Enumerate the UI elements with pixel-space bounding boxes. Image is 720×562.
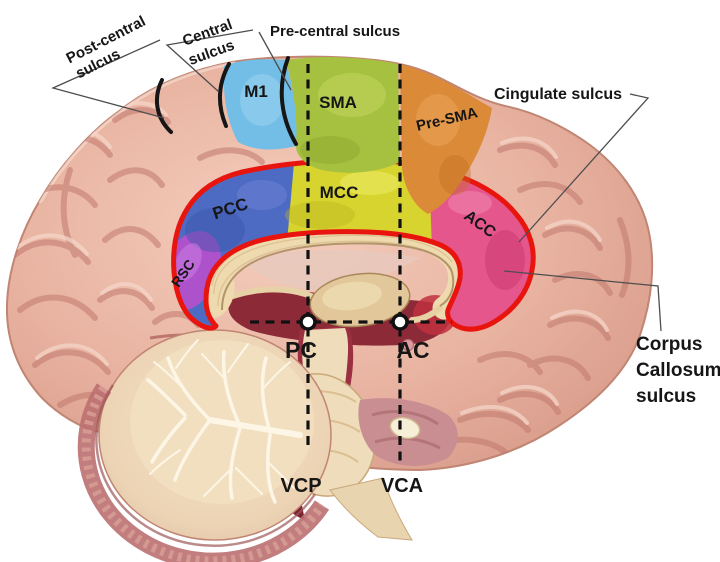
label-vca: VCA (381, 475, 423, 497)
pointer-lines (51, 29, 662, 332)
label-corpus-callosum-2: Callosum (636, 360, 720, 381)
pointer-corpus-callosum (503, 270, 662, 332)
motor-regions (223, 56, 492, 214)
gyri-texture (12, 59, 632, 455)
label-pc: PC (285, 337, 317, 363)
label-m1: M1 (244, 82, 268, 101)
pituitary-bulb (389, 416, 421, 440)
pre-central-sulcus-curve (279, 56, 298, 146)
pc-marker (299, 313, 317, 331)
label-sma: SMA (319, 93, 357, 112)
label-ac: AC (396, 337, 429, 363)
label-corpus-callosum-3: sulcus (636, 386, 696, 407)
pointer-pre-central (258, 31, 292, 91)
pointer-central (165, 29, 254, 93)
label-vcp: VCP (280, 475, 321, 497)
label-pre-central-sulcus: Pre-central sulcus (270, 23, 400, 40)
pointer-post-central (51, 39, 165, 119)
mammillary-body (401, 338, 415, 352)
label-corpus-callosum-1: Corpus (636, 334, 703, 355)
post-central-sulcus-curve (154, 78, 173, 134)
sulci-curves (154, 56, 298, 146)
cingulate-sulcus-outline (171, 157, 536, 332)
reference-lines (250, 64, 452, 464)
label-mcc: MCC (320, 183, 359, 202)
central-sulcus-curve (217, 62, 231, 128)
medulla (329, 477, 413, 541)
pointer-cingulate (518, 93, 650, 243)
arbor-vitae (146, 339, 303, 504)
ac-marker (391, 313, 409, 331)
cerebellum (77, 329, 332, 562)
label-cingulate-sulcus: Cingulate sulcus (494, 86, 622, 103)
